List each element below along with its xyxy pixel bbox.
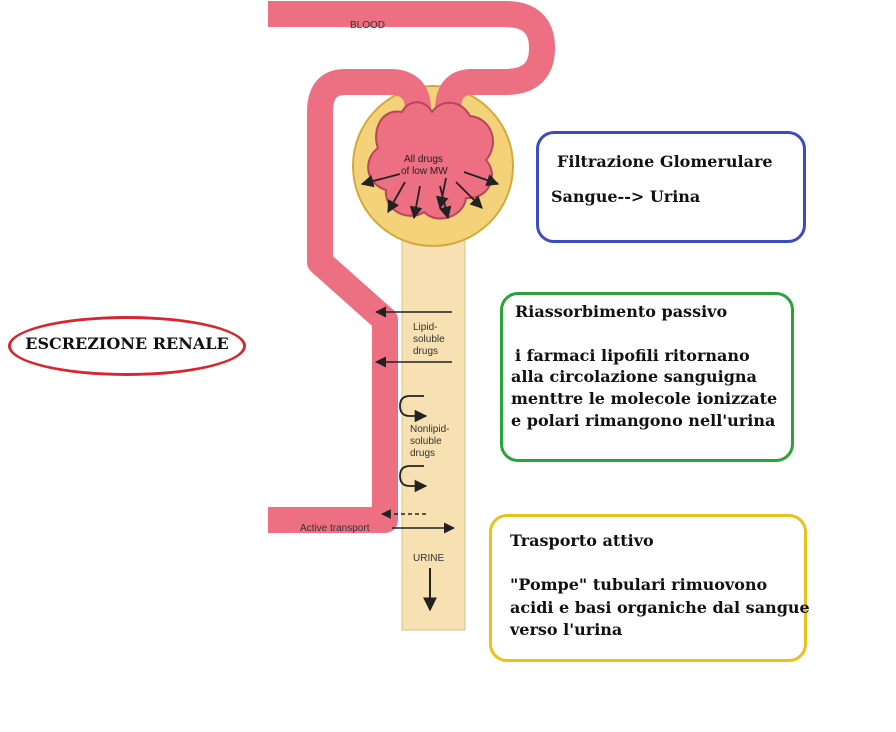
active-line: acidi e basi organiche dal sangue xyxy=(510,598,810,617)
active-transport-label: Active transport xyxy=(300,523,370,534)
passive-title: Riassorbimento passivo xyxy=(515,302,728,321)
lipid-label-3: drugs xyxy=(413,346,438,357)
nonlipid-label-2: soluble xyxy=(410,436,442,447)
passive-line: alla circolazione sanguigna xyxy=(511,367,757,386)
nonlipid-label-1: Nonlipid- xyxy=(410,424,449,435)
lipid-label-1: Lipid- xyxy=(413,322,437,333)
glomerular-filtration-box: Filtrazione Glomerulare Sangue--> Urina xyxy=(536,131,806,243)
blood-vessel-afferent xyxy=(268,1,555,111)
page-title: ESCREZIONE RENALE xyxy=(25,334,229,353)
active-line: "Pompe" tubulari rimuovono xyxy=(510,575,768,594)
low-mw-label-2: of low MW xyxy=(401,166,448,177)
lipid-reabsorption-arrows xyxy=(374,306,452,368)
low-mw-label: All drugs xyxy=(404,154,443,165)
nonlipid-uturn-arrows xyxy=(399,395,428,493)
lipid-label-2: soluble xyxy=(413,334,445,345)
active-title: Trasporto attivo xyxy=(510,531,654,550)
passive-line: menttre le molecole ionizzate xyxy=(511,389,778,408)
passive-line: i farmaci lipofili ritornano xyxy=(515,346,750,365)
glomerular-line: Sangue--> Urina xyxy=(551,187,701,206)
nonlipid-label-3: drugs xyxy=(410,448,435,459)
glomerular-title: Filtrazione Glomerulare xyxy=(557,152,773,171)
urine-label: URINE xyxy=(413,553,444,564)
blood-label: BLOOD xyxy=(350,20,385,31)
passive-reabsorption-box: Riassorbimento passivo i farmaci lipofil… xyxy=(500,292,794,462)
glomerulus xyxy=(367,101,494,220)
title-oval: ESCREZIONE RENALE xyxy=(8,316,246,376)
blood-vessel-peritubular xyxy=(268,69,431,533)
active-line: verso l'urina xyxy=(510,620,623,639)
active-transport-box: Trasporto attivo "Pompe" tubulari rimuov… xyxy=(489,514,810,662)
passive-line: e polari rimangono nell'urina xyxy=(511,411,776,430)
filtration-arrows xyxy=(360,171,500,220)
tubule xyxy=(401,213,466,631)
